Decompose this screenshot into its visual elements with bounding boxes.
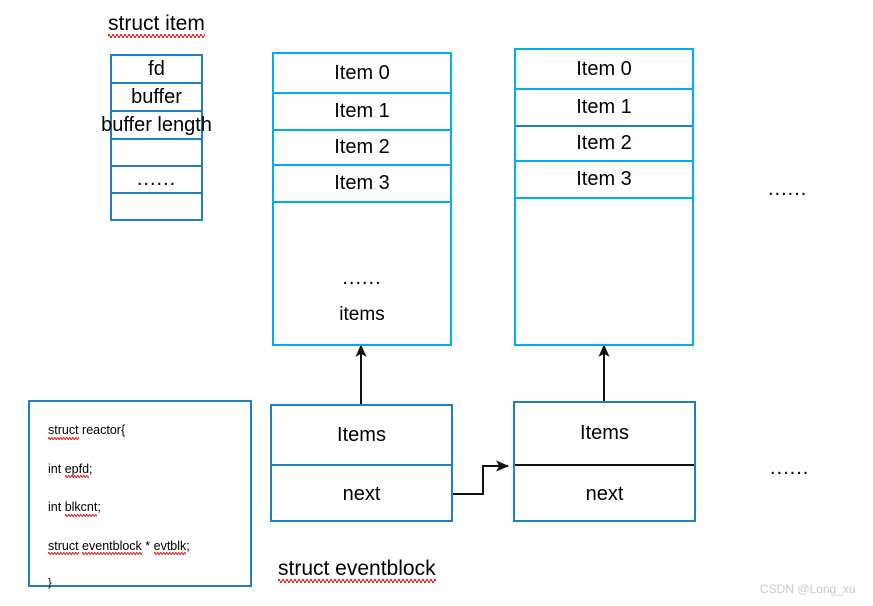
item-array-1-row-1: Item 1 <box>274 94 450 131</box>
eventblock-2: Items next <box>513 401 696 522</box>
item-array-1-row-2: Item 2 <box>274 131 450 166</box>
struct-item-row-ellipsis-label: ...... <box>136 168 177 190</box>
reactor-code-line-0-seg-1: reactor{ <box>78 423 126 437</box>
item-array-continuation-ellipsis-label: ...... <box>768 178 808 200</box>
reactor-struct-code-box: struct reactor{ int epfd; int blkcnt; st… <box>28 400 252 589</box>
struct-item-row-buffer-length: buffer length <box>101 112 212 140</box>
item-array-2-row-3-label: Item 3 <box>576 168 632 190</box>
eventblock-2-next-label: next <box>585 482 624 505</box>
eventblock-2-items-row: Items <box>515 403 694 466</box>
reactor-code-line-3: struct eventblock * evtblk; <box>48 538 250 555</box>
csdn-watermark-label: CSDN @Long_xu <box>760 582 856 596</box>
eventblock-continuation-ellipsis: ...... <box>770 457 809 480</box>
eventblock-1: Items next <box>270 404 453 522</box>
item-array-1-row-0-label: Item 0 <box>334 61 390 84</box>
reactor-code-closing-brace: } <box>48 577 52 589</box>
reactor-code-line-1: int epfd; <box>48 461 250 478</box>
item-array-1: Item 0 Item 1 Item 2 Item 3 ...... items <box>272 52 452 346</box>
reactor-code-line-1-seg-0: int <box>48 461 65 476</box>
item-array-2-row-2-label: Item 2 <box>576 132 632 154</box>
item-array-2-row-0-label: Item 0 <box>576 57 632 80</box>
struct-item-row-buffer: buffer <box>112 84 201 112</box>
item-array-1-row-1-label: Item 1 <box>334 100 390 122</box>
item-array-2-row-3: Item 3 <box>516 162 692 199</box>
reactor-code-line-1-seg-2: ; <box>89 461 93 476</box>
item-array-1-row-3-label: Item 3 <box>334 172 390 194</box>
item-array-2-row-1: Item 1 <box>516 90 692 127</box>
struct-eventblock-title-text: struct eventblock <box>278 557 436 583</box>
reactor-code-line-2: int blkcnt; <box>48 500 250 516</box>
item-array-1-row-0: Item 0 <box>274 54 450 94</box>
reactor-code-line-0: struct reactor{ <box>48 423 250 439</box>
struct-item-row-fd-label: fd <box>148 57 165 80</box>
reactor-code-line-3-seg-2: eventblock <box>82 538 142 555</box>
item-array-2-row-0: Item 0 <box>516 50 692 90</box>
csdn-watermark: CSDN @Long_xu <box>760 582 856 596</box>
eventblock-1-next-row: next <box>272 466 451 522</box>
item-array-2: Item 0 Item 1 Item 2 Item 3 <box>514 48 694 346</box>
struct-item-row-empty-2 <box>112 194 201 219</box>
reactor-code-line-3-seg-0: struct <box>48 538 79 555</box>
item-array-2-row-1-label: Item 1 <box>576 96 632 118</box>
reactor-code-line-3-seg-4: evtblk <box>153 538 187 555</box>
struct-eventblock-title: struct eventblock <box>278 557 436 583</box>
struct-item-row-buffer-length-label: buffer length <box>101 113 212 136</box>
eventblock-continuation-ellipsis-label: ...... <box>770 457 810 479</box>
item-array-1-row-2-label: Item 2 <box>334 136 390 158</box>
eventblock-1-next-label: next <box>342 482 381 505</box>
reactor-code-line-0-seg-0: struct <box>48 423 79 439</box>
item-array-2-tail <box>516 199 692 344</box>
arrow-evtblock1-next-to-evtblock2 <box>453 460 509 495</box>
reactor-code-line-1-seg-1: epfd <box>64 461 90 478</box>
item-array-1-tail: ...... items <box>274 203 450 344</box>
item-array-2-row-2: Item 2 <box>516 127 692 162</box>
struct-item-row-buffer-label: buffer <box>131 85 182 108</box>
eventblock-1-items-row: Items <box>272 406 451 466</box>
struct-item-title-text: struct item <box>108 12 205 38</box>
struct-item-box: fd buffer buffer length ...... <box>101 54 212 221</box>
eventblock-2-items-label: Items <box>580 422 629 444</box>
reactor-code-line-3-seg-5: ; <box>186 538 190 553</box>
reactor-code-line-2-seg-2: ; <box>97 500 101 514</box>
struct-item-title: struct item <box>108 12 205 38</box>
struct-item-row-empty-1 <box>112 140 201 167</box>
item-array-continuation-ellipsis: ...... <box>768 178 807 201</box>
item-array-1-row-3: Item 3 <box>274 166 450 203</box>
reactor-code-line-2-seg-1: blkcnt <box>64 500 98 516</box>
item-array-1-tail-ellipsis: ...... <box>342 267 382 289</box>
reactor-code-line-2-seg-0: int <box>48 500 65 514</box>
struct-item-row-ellipsis: ...... <box>112 167 201 194</box>
eventblock-2-next-row: next <box>515 466 694 522</box>
eventblock-1-items-label: Items <box>337 423 386 446</box>
struct-item-row-fd: fd <box>112 56 201 84</box>
item-array-1-tail-items-label: items <box>339 304 385 325</box>
reactor-code-line-3-seg-3: * <box>141 538 154 553</box>
